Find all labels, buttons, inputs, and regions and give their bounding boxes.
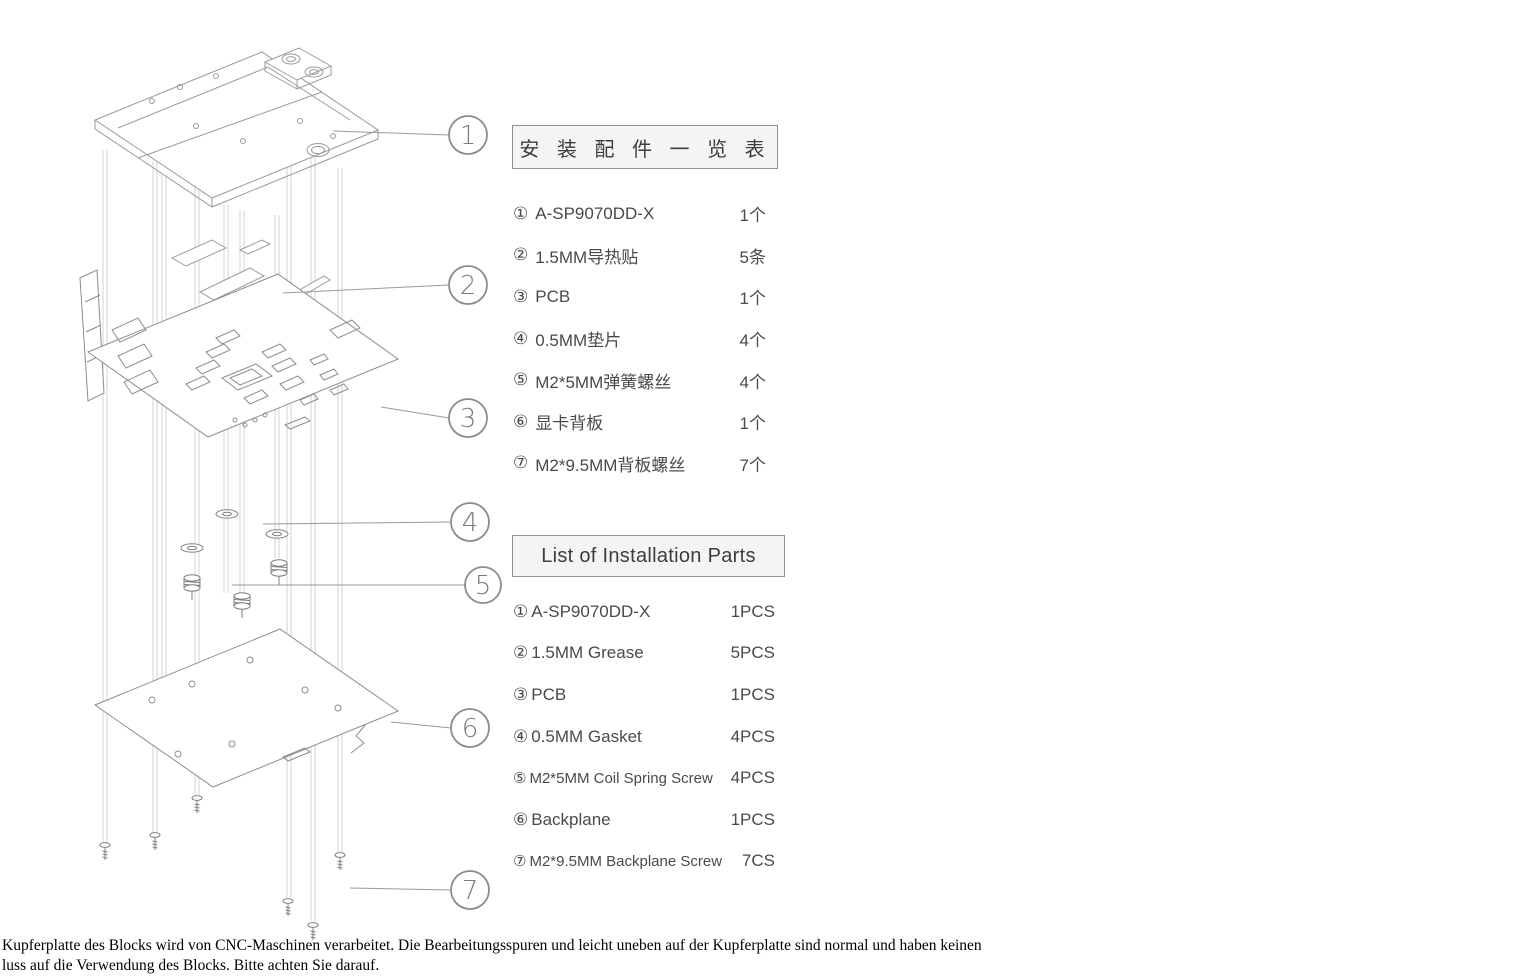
item-quantity: 1PCS: [730, 809, 775, 829]
callout-badge-4: 4: [450, 502, 490, 542]
item-marker: ③: [513, 286, 529, 306]
item-marker: ①: [513, 203, 529, 223]
item-quantity: 5条: [739, 247, 766, 267]
item-quantity: 1PCS: [730, 684, 775, 704]
callout-number-3: 3: [460, 404, 477, 434]
item-label: A-SP9070DD-X: [531, 601, 651, 621]
parts-row-en-3: ③ PCB 1PCS: [513, 674, 775, 716]
item-marker: ⑦: [513, 853, 527, 871]
item-marker: ②: [513, 245, 529, 265]
parts-row-cn-6: ⑥ 显卡背板 1个: [513, 401, 766, 443]
backplane-screws-part: [99, 795, 346, 940]
footer-note-line-2: luss auf die Verwendung des Blocks. Bitt…: [2, 957, 380, 974]
parts-row-en-6: ⑥ Backplane 1PCS: [513, 799, 775, 841]
callout-number-7: 7: [462, 876, 479, 906]
item-marker: ①: [513, 601, 529, 621]
item-label: A-SP9070DD-X: [535, 203, 655, 223]
callout-badge-7: 7: [450, 870, 490, 910]
parts-row-en-1: ① A-SP9070DD-X 1PCS: [513, 591, 775, 633]
callout-badge-1: 1: [448, 115, 488, 155]
footer-note-line-1: Kupferplatte des Blocks wird von CNC-Mas…: [2, 937, 982, 954]
callout-badge-3: 3: [448, 398, 488, 438]
item-label: 0.5MM垫片: [535, 331, 622, 351]
parts-row-en-7: ⑦ M2*9.5MM Backplane Screw 7CS: [513, 841, 775, 883]
water-block-part: [93, 47, 380, 208]
item-label: Backplane: [531, 809, 611, 829]
callout-badge-6: 6: [450, 708, 490, 748]
callout-badge-2: 2: [448, 265, 488, 305]
item-marker: ⑥: [513, 809, 529, 829]
footer-note: Kupferplatte des Blocks wird von CNC-Mas…: [2, 936, 982, 976]
item-quantity: 7个: [739, 455, 766, 475]
item-label: PCB: [531, 684, 567, 704]
item-marker: ⑥: [513, 411, 529, 431]
item-label: 显卡背板: [535, 414, 604, 434]
item-label: M2*9.5MM背板螺丝: [535, 455, 686, 475]
parts-row-cn-1: ① A-SP9070DD-X 1个: [513, 193, 766, 235]
item-quantity: 4个: [739, 372, 766, 392]
parts-row-cn-4: ④ 0.5MM垫片 4个: [513, 318, 766, 360]
item-quantity: 4个: [739, 331, 766, 351]
callout-number-1: 1: [460, 121, 477, 151]
item-quantity: 7CS: [741, 851, 775, 871]
item-marker: ⑤: [513, 370, 529, 390]
english-parts-list: ① A-SP9070DD-X 1PCS ② 1.5MM Grease 5PCS …: [513, 591, 775, 882]
item-label: M2*5MM Coil Spring Screw: [529, 769, 713, 787]
chinese-parts-list: ① A-SP9070DD-X 1个 ② 1.5MM导热贴 5条 ③ PCB 1个…: [513, 193, 766, 484]
parts-row-en-4: ④ 0.5MM Gasket 4PCS: [513, 716, 775, 758]
parts-row-cn-7: ⑦ M2*9.5MM背板螺丝 7个: [513, 443, 766, 485]
item-label: M2*9.5MM Backplane Screw: [529, 852, 723, 870]
item-marker: ④: [513, 328, 529, 348]
item-quantity: 4PCS: [730, 726, 775, 746]
parts-row-cn-2: ② 1.5MM导热贴 5条: [513, 235, 766, 277]
gasket-washers-part: [180, 509, 289, 553]
item-marker: ⑤: [513, 770, 527, 788]
pcb-part: [79, 269, 400, 438]
parts-row-cn-5: ⑤ M2*5MM弹簧螺丝 4个: [513, 359, 766, 401]
callout-number-5: 5: [475, 571, 492, 601]
item-quantity: 4PCS: [730, 768, 775, 788]
callout-number-6: 6: [462, 714, 479, 744]
item-label: PCB: [535, 286, 571, 306]
exploded-view-diagram: 1 2 3 4 5 6 7: [79, 47, 502, 940]
callout-number-2: 2: [460, 271, 477, 301]
item-marker: ④: [513, 726, 529, 746]
item-marker: ⑦: [513, 453, 529, 473]
item-quantity: 1PCS: [730, 601, 775, 621]
item-quantity: 5PCS: [730, 643, 775, 663]
item-quantity: 1个: [739, 289, 766, 309]
item-label: 1.5MM导热贴: [535, 247, 639, 267]
callout-leader-lines: [232, 130, 465, 891]
english-parts-title: List of Installation Parts: [512, 535, 785, 577]
callout-badge-5: 5: [464, 566, 502, 604]
chinese-parts-title: 安 装 配 件 一 览 表: [512, 125, 778, 169]
item-label: 1.5MM Grease: [531, 643, 644, 663]
parts-row-cn-3: ③ PCB 1个: [513, 276, 766, 318]
item-label: M2*5MM弹簧螺丝: [535, 372, 672, 392]
parts-row-en-5: ⑤ M2*5MM Coil Spring Screw 4PCS: [513, 757, 775, 799]
backplane-part: [93, 628, 400, 788]
spring-screws-part: [183, 559, 288, 618]
item-quantity: 1个: [739, 206, 766, 226]
parts-row-en-2: ② 1.5MM Grease 5PCS: [513, 633, 775, 675]
item-label: 0.5MM Gasket: [531, 726, 642, 746]
alignment-guide-lines: [102, 120, 343, 921]
item-marker: ③: [513, 684, 529, 704]
item-marker: ②: [513, 643, 529, 663]
callout-number-4: 4: [462, 508, 479, 538]
item-quantity: 1个: [739, 414, 766, 434]
